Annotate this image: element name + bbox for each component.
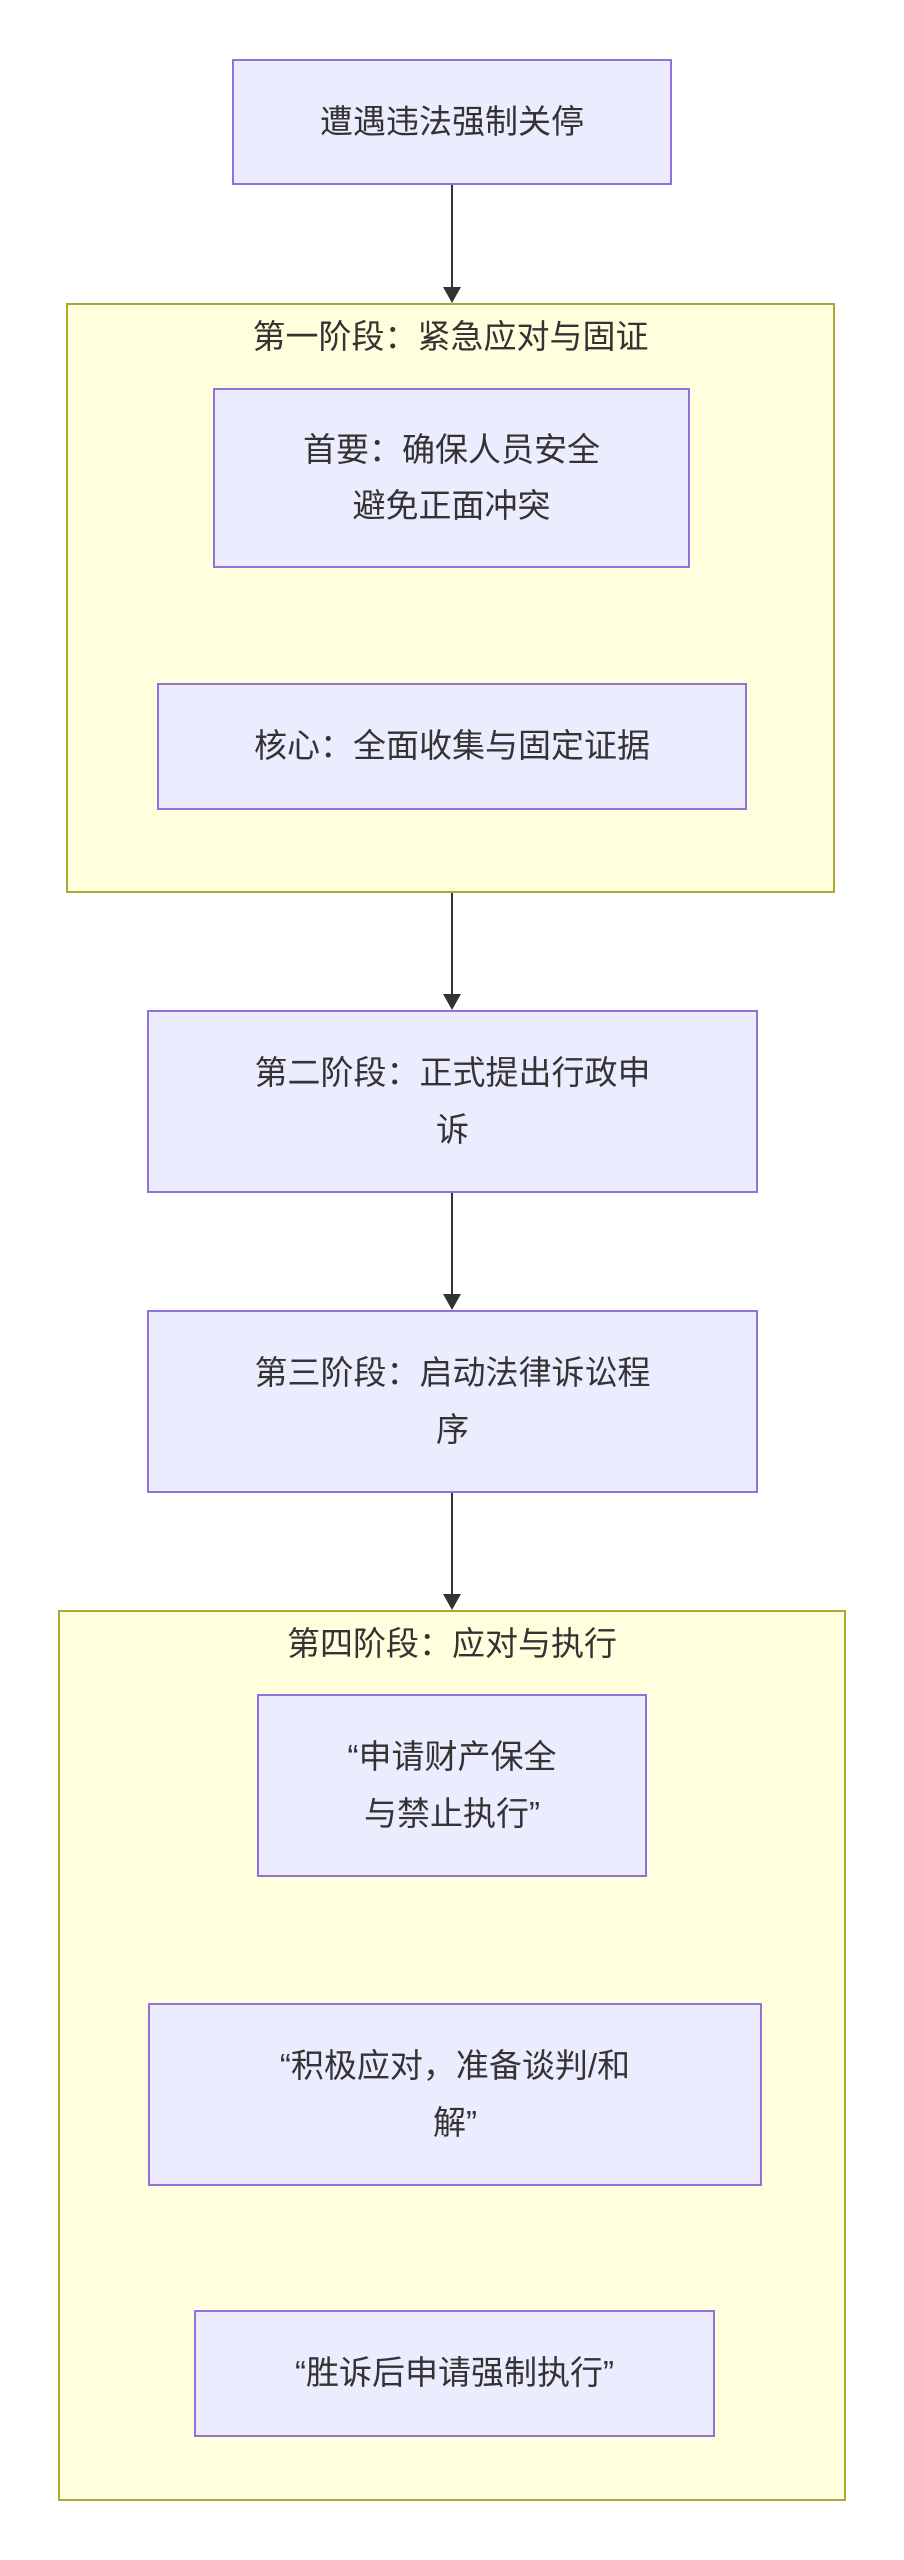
arrowhead-icon	[443, 994, 461, 1010]
node-enforce-judgment-label: “胜诉后申请强制执行”	[295, 2354, 614, 2392]
node-start-event-label: 遭遇违法强制关停	[320, 102, 584, 140]
arrow-start-to-stage1	[443, 185, 461, 303]
node-negotiate-settle-line2: 解”	[433, 2103, 477, 2141]
node-property-preservation-line2: 与禁止执行”	[364, 1794, 540, 1832]
arrowhead-icon	[443, 1594, 461, 1610]
node-negotiate-settle: “积极应对，准备谈判/和 解”	[148, 2003, 762, 2186]
node-collect-evidence-label: 核心：全面收集与固定证据	[254, 727, 650, 765]
node-stage2-appeal-line1: 第二阶段：正式提出行政申	[254, 1054, 651, 1092]
arrow-shaft	[450, 1193, 454, 1297]
arrow-stage2-to-stage3	[443, 1193, 461, 1310]
node-ensure-safety-line1: 首要：确保人员安全	[303, 430, 600, 468]
node-ensure-safety-line2: 避免正面冲突	[352, 487, 551, 524]
node-collect-evidence: 核心：全面收集与固定证据	[157, 683, 747, 810]
arrow-shaft	[450, 185, 454, 290]
node-stage2-appeal: 第二阶段：正式提出行政申 诉	[147, 1010, 758, 1193]
cluster-stage4-title: 第四阶段：应对与执行	[287, 1625, 617, 1662]
node-enforce-judgment: “胜诉后申请强制执行”	[194, 2310, 715, 2437]
arrow-shaft	[450, 1493, 454, 1597]
node-stage3-litigation-line2: 序	[436, 1410, 469, 1448]
node-ensure-safety: 首要：确保人员安全 避免正面冲突	[213, 388, 690, 568]
arrow-shaft	[450, 893, 454, 997]
node-stage3-litigation-line1: 第三阶段：启动法律诉讼程	[254, 1354, 651, 1392]
arrowhead-icon	[443, 287, 461, 303]
node-start-event: 遭遇违法强制关停	[232, 59, 672, 185]
node-stage3-litigation: 第三阶段：启动法律诉讼程 序	[147, 1310, 758, 1493]
cluster-stage1-title: 第一阶段：紧急应对与固证	[252, 318, 649, 355]
arrowhead-icon	[443, 1294, 461, 1310]
node-negotiate-settle-line1: “积极应对，准备谈判/和	[279, 2047, 631, 2085]
arrow-stage3-to-stage4	[443, 1493, 461, 1610]
arrow-stage1-to-stage2	[443, 893, 461, 1010]
node-stage2-appeal-line2: 诉	[436, 1110, 469, 1148]
node-property-preservation: “申请财产保全 与禁止执行”	[257, 1694, 647, 1877]
node-property-preservation-line1: “申请财产保全	[347, 1738, 557, 1776]
